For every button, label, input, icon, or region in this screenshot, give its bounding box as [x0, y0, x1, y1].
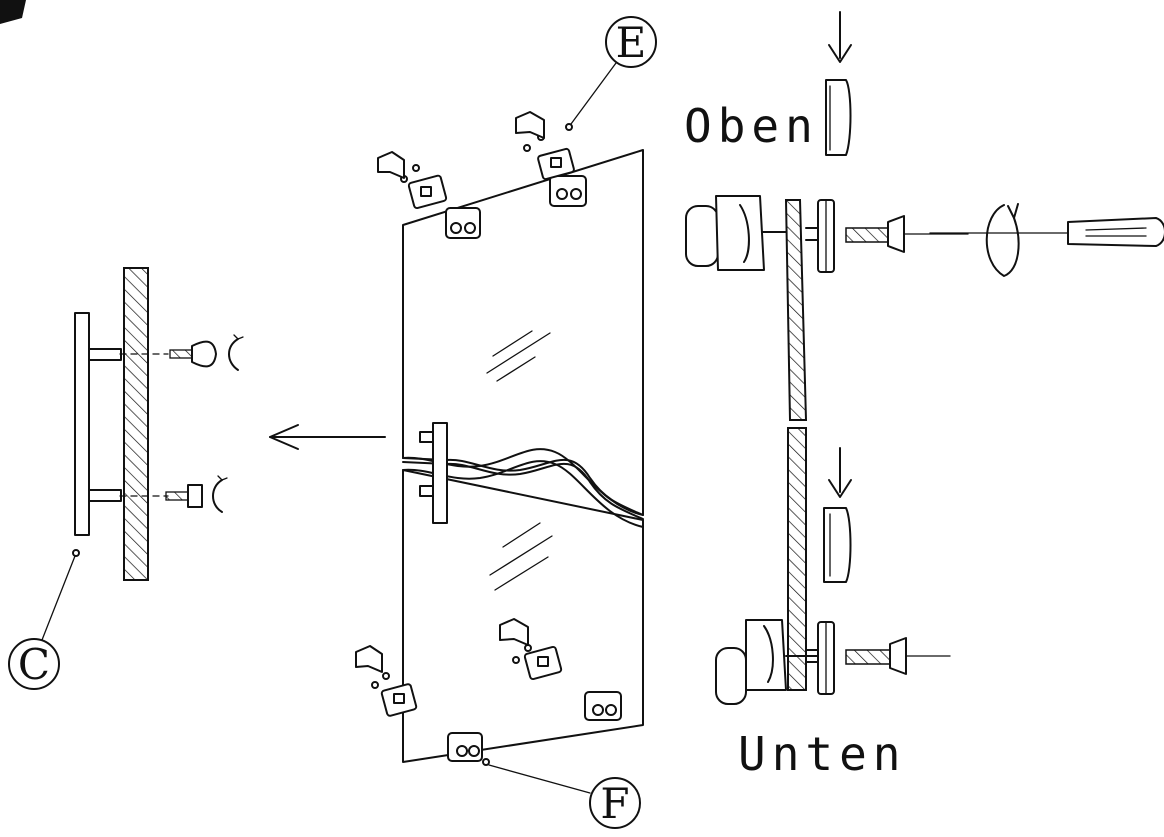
callout-label-f: F	[600, 779, 629, 828]
cap-icon	[377, 151, 405, 179]
cap-icon	[499, 618, 529, 646]
glass-panel	[402, 149, 644, 763]
label-bottom: Unten	[738, 727, 906, 781]
bottom-roller-right	[499, 618, 622, 721]
guide-part-top-icon	[825, 79, 852, 156]
callout-circle-e	[605, 16, 657, 68]
callout-e: E	[565, 16, 657, 131]
bottom-roller-left	[355, 645, 483, 762]
handle-post-top	[88, 348, 122, 361]
leader-line-e	[570, 62, 617, 125]
panel-handle	[432, 422, 448, 524]
corner-mark	[0, 0, 26, 24]
handle-post-bottom	[88, 489, 122, 502]
screwdriver-icon	[929, 203, 1164, 277]
callout-circle-f	[589, 777, 641, 829]
section-detail: Oben	[684, 11, 1164, 781]
top-screw-icon	[845, 215, 969, 253]
down-arrow-icon	[828, 447, 852, 498]
callout-label-e: E	[616, 18, 647, 67]
glass-section-upper	[784, 199, 808, 421]
down-arrow-icon	[828, 11, 852, 63]
top-roller-right	[515, 111, 587, 207]
callout-f: F	[482, 758, 641, 829]
glass-section-left	[123, 267, 149, 581]
top-roller-left	[377, 151, 481, 239]
guide-part-bottom-icon	[823, 507, 852, 583]
callout-circle-c	[8, 638, 60, 690]
pointer-arrow-icon	[269, 424, 386, 450]
bottom-screw-icon	[845, 637, 951, 675]
glass-section-lower	[787, 427, 807, 691]
handle-detail: C	[8, 267, 244, 690]
bottom-fitting	[715, 619, 835, 705]
cap-icon	[515, 111, 545, 139]
knob-screw-icon	[169, 334, 244, 371]
top-fitting	[685, 195, 835, 273]
label-top: Oben	[684, 99, 819, 153]
handle-bar	[74, 312, 90, 536]
cap-screw-icon	[165, 475, 228, 513]
leader-line-f	[488, 764, 591, 794]
callout-label-c: C	[18, 640, 50, 689]
cap-icon	[355, 645, 383, 673]
leader-line-c	[41, 555, 76, 641]
